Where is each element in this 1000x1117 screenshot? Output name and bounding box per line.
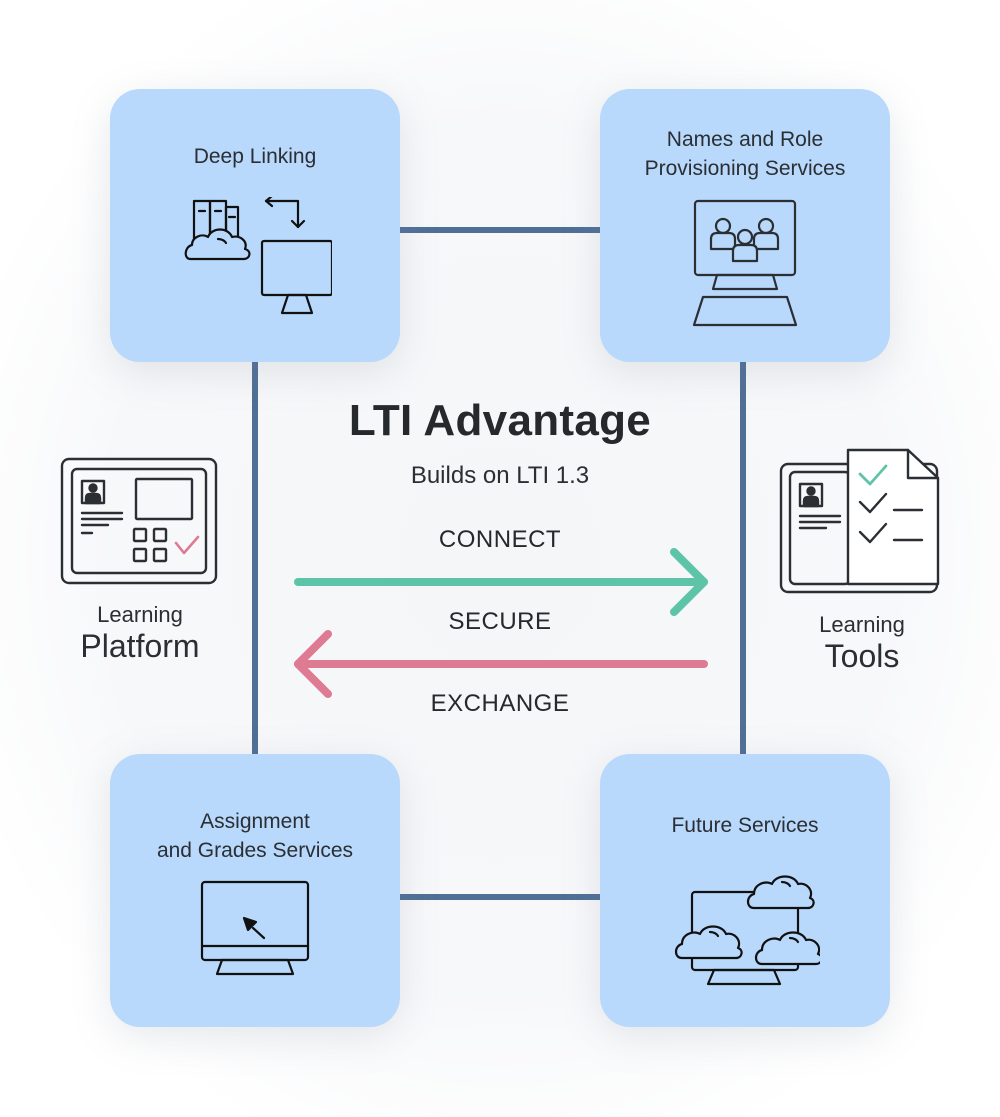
dashboard-tablet-icon: [60, 457, 218, 590]
connector-bottom: [398, 894, 602, 900]
arrow-left-icon: [294, 630, 708, 698]
label-secure: SECURE: [448, 608, 552, 635]
learning-tools-line1: Learning: [819, 612, 905, 637]
learning-platform-label: Learning Platform: [40, 602, 240, 664]
card-future-services: Future Services: [600, 754, 890, 1027]
label-exchange: EXCHANGE: [430, 690, 570, 717]
card-title: Deep Linking: [193, 145, 317, 168]
card-title: Names and Role Provisioning Services: [644, 128, 846, 180]
learning-tools-line2: Tools: [824, 638, 900, 674]
checklist-document-icon: [778, 448, 942, 601]
learning-tools-label: Learning Tools: [762, 612, 962, 674]
diagram-subtitle: Builds on LTI 1.3: [410, 462, 590, 489]
card-assignment-and-grades: Assignment and Grades Services: [110, 754, 400, 1027]
connector-right: [740, 360, 746, 756]
diagram-title: LTI Advantage: [348, 396, 652, 445]
arrow-right-icon: [294, 548, 708, 616]
monitor-clouds-icon: [674, 870, 820, 988]
connector-top: [398, 227, 602, 233]
label-connect: CONNECT: [438, 526, 562, 553]
learning-platform-line1: Learning: [97, 602, 183, 627]
card-title: Future Services: [671, 814, 819, 837]
flow-arrows: [294, 548, 708, 698]
cloud-server-to-monitor-icon: [182, 197, 332, 329]
learning-platform-line2: Platform: [80, 628, 200, 664]
connector-left: [252, 360, 258, 756]
group-on-monitor-icon: [690, 199, 802, 329]
card-deep-linking: Deep Linking: [110, 89, 400, 362]
card-names-and-role: Names and Role Provisioning Services: [600, 89, 890, 362]
monitor-cursor-icon: [200, 880, 312, 978]
card-title: Assignment and Grades Services: [156, 810, 354, 862]
